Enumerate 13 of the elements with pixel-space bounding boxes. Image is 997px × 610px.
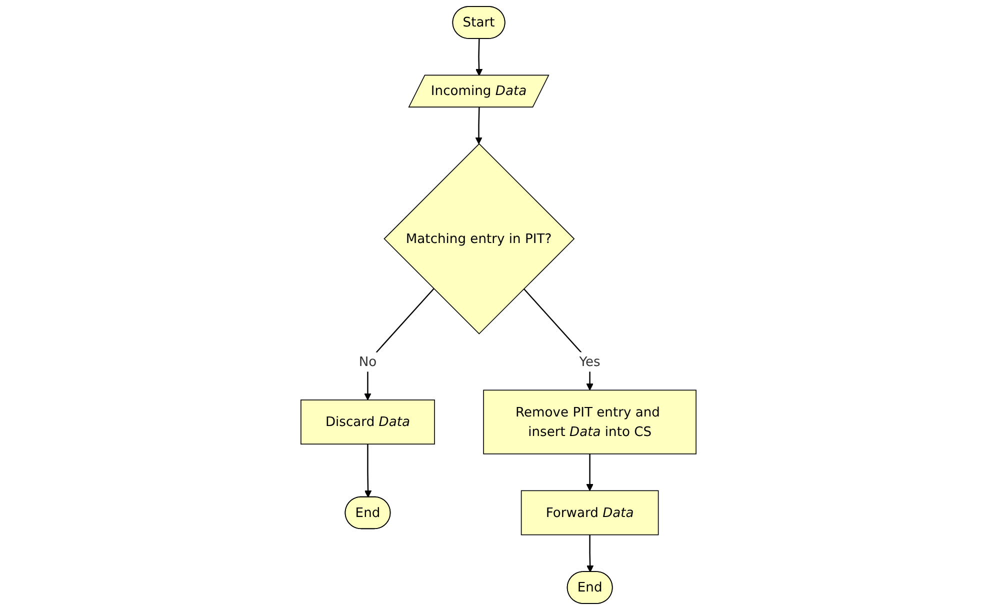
node-diamond: Matching entry in PIT? xyxy=(384,143,575,334)
arrow xyxy=(523,288,594,390)
arrow xyxy=(364,444,372,498)
node-box: Remove PIT entry and insert Data into CS xyxy=(483,390,696,454)
arrow xyxy=(364,288,434,400)
arrow xyxy=(475,38,483,76)
node-box: Discard Data xyxy=(300,400,435,444)
arrow xyxy=(586,534,594,572)
arrow xyxy=(475,107,482,144)
node-box: Forward Data xyxy=(520,490,659,536)
arrow xyxy=(586,454,594,491)
edge-label: Yes xyxy=(579,354,600,370)
edge-label: No xyxy=(358,354,377,370)
